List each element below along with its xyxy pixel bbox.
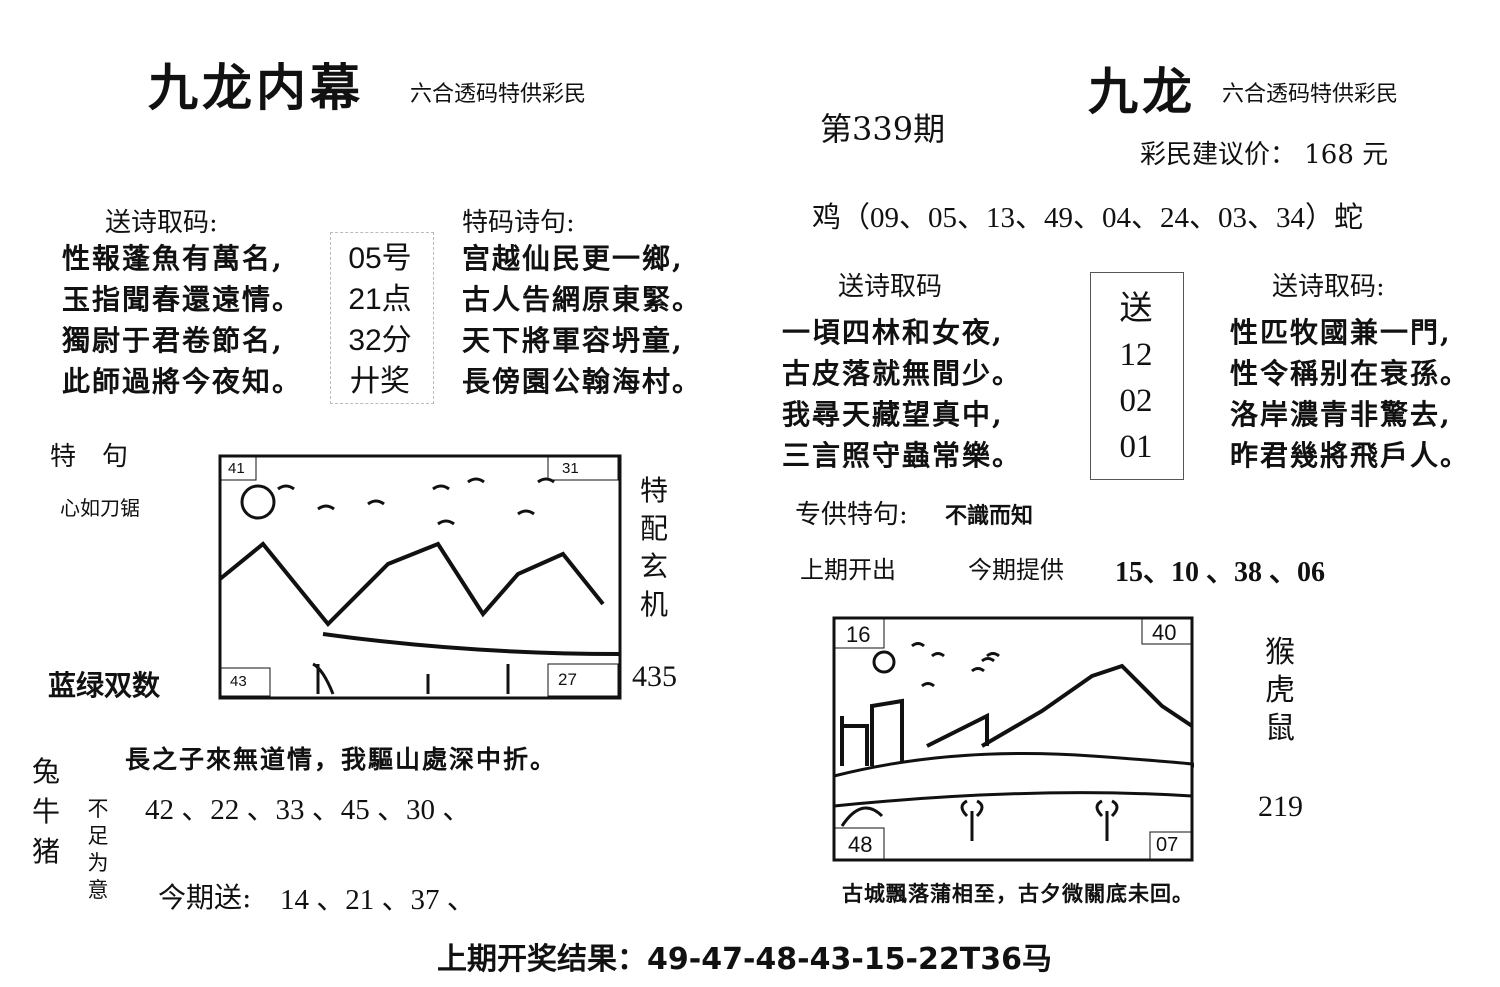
box-line: 01 — [1119, 429, 1153, 465]
last-label: 上期开出 — [800, 556, 896, 584]
right-verse: 古城飄落蒲相至，古夕微關底未回。 — [842, 881, 1194, 906]
poem-line: 天下將軍容坍童, — [462, 324, 684, 357]
poem-line: 性報蓬魚有萬名, — [62, 242, 284, 275]
corner-tr: 31 — [562, 460, 579, 477]
tema-label: 特码诗句: — [462, 208, 575, 238]
poem-line: 獨尉于君卷節名, — [62, 324, 284, 357]
corner-br: 27 — [558, 670, 577, 689]
right-corner-br: 07 — [1156, 834, 1179, 856]
teju-label: 特 句 — [50, 442, 129, 472]
price: 彩民建议价： 168 元 — [1140, 140, 1389, 170]
right-title: 九龙 — [1088, 62, 1196, 121]
tema-poem: 宫越仙民更一鄉, 古人告網原東緊。 天下將軍容坍童, 長傍園公翰海村。 — [462, 238, 702, 402]
zodiac-range: 鸡（09、05、13、49、04、24、03、34）蛇 — [812, 202, 1364, 234]
right-code-box — [1090, 272, 1184, 480]
corner-bl: 43 — [230, 673, 247, 690]
left-side-vertical: 特配玄机 — [639, 474, 668, 621]
left-subtitle: 六合透码特供彩民 — [410, 82, 587, 107]
poem-line: 玉指聞春還遠情。 — [62, 283, 303, 316]
corner-tl: 41 — [228, 460, 245, 477]
poem-line: 我尋天藏望真中, — [782, 398, 1004, 431]
box-line: 21点 — [348, 283, 412, 316]
poem-line: 古人告網原東緊。 — [462, 283, 703, 316]
poem-line: 三言照守蟲常樂。 — [782, 439, 1023, 472]
left-code-box-text: 05号 21点 32分 廾奖 — [340, 238, 420, 402]
left-poem: 性報蓬魚有萬名, 玉指聞春還遠情。 獨尉于君卷節名, 此師過將今夜知。 — [62, 238, 302, 402]
box-line: 送 — [1119, 291, 1153, 327]
left-poem-label: 送诗取码: — [105, 208, 218, 238]
right-poem2-label: 送诗取码: — [1272, 272, 1385, 302]
right-corner-bl: 48 — [848, 832, 873, 857]
right-subtitle: 六合透码特供彩民 — [1222, 82, 1399, 107]
box-line: 廾奖 — [350, 365, 410, 398]
right-corner-tl: 16 — [846, 622, 871, 647]
poem-line: 古皮落就無間少。 — [782, 357, 1023, 390]
poem-line: 此師過將今夜知。 — [62, 365, 303, 398]
right-corner-tr: 40 — [1152, 620, 1177, 645]
box-line: 32分 — [348, 324, 412, 357]
left-picture — [218, 454, 622, 700]
color-hint: 蓝绿双数 — [48, 669, 161, 702]
right-side-number: 219 — [1258, 790, 1303, 823]
right-picture — [832, 616, 1194, 862]
left-title: 九龙内幕 — [148, 58, 364, 117]
poem-line: 洛岸濃青非驚去, — [1230, 398, 1452, 431]
today-numbers: 14 、21 、37 、 — [280, 884, 476, 916]
right-side-vertical: 猴虎鼠 — [1265, 635, 1295, 746]
poem-line: 宫越仙民更一鄉, — [462, 242, 684, 275]
box-line: 02 — [1119, 383, 1153, 419]
special-label: 专供特句: — [795, 500, 908, 530]
right-code-box-text: 送 12 02 01 — [1090, 286, 1182, 470]
today-label: 今期送: — [158, 881, 252, 914]
poem-line: 長傍園公翰海村。 — [462, 365, 703, 398]
right-poem1: 一頃四林和女夜, 古皮落就無間少。 我尋天藏望真中, 三言照守蟲常樂。 — [782, 312, 1022, 476]
poem-line: 昨君幾將飛戶人。 — [1230, 439, 1471, 472]
left-verse: 長之子來無道情，我驅山處深中折。 — [125, 745, 558, 774]
left-code-box — [330, 232, 434, 404]
poem-line: 性匹牧國兼一門, — [1230, 316, 1452, 349]
teju: 心如刀锯 — [60, 496, 140, 520]
right-poem1-label: 送诗取码 — [838, 272, 943, 302]
left-side-number: 435 — [632, 660, 677, 693]
provide-label: 今期提供 — [968, 556, 1064, 584]
zodiac: 兔牛猪 — [31, 755, 60, 868]
issue-number: 第339期 — [820, 110, 946, 148]
left-numbers: 42 、22 、33 、45 、30 、 — [145, 794, 472, 826]
footer-result: 上期开奖结果：49-47-48-43-15-22T36马 — [437, 942, 1052, 977]
right-poem2: 性匹牧國兼一門, 性令稱别在衰孫。 洛岸濃青非驚去, 昨君幾將飛戶人。 — [1230, 312, 1470, 476]
box-line: 12 — [1119, 337, 1153, 373]
not-enough: 不足为意 — [87, 797, 109, 902]
box-line: 05号 — [348, 242, 412, 275]
poem-line: 一頃四林和女夜, — [782, 316, 1004, 349]
provide-numbers: 15、10 、38 、06 — [1115, 557, 1326, 588]
poem-line: 性令稱别在衰孫。 — [1230, 357, 1471, 390]
special-text: 不識而知 — [945, 503, 1034, 529]
